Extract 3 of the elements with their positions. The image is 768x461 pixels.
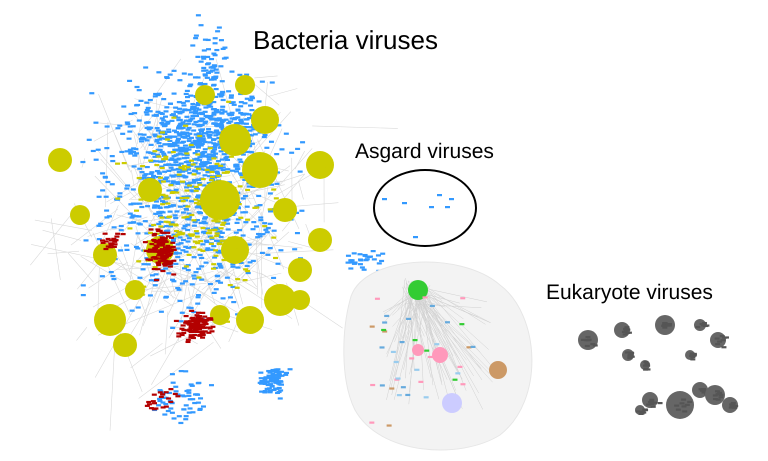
- cluster-label: Bacteria viruses: [253, 25, 438, 56]
- cluster-label: Eukaryote viruses: [546, 281, 713, 305]
- cluster-label: Asgard viruses: [355, 140, 494, 164]
